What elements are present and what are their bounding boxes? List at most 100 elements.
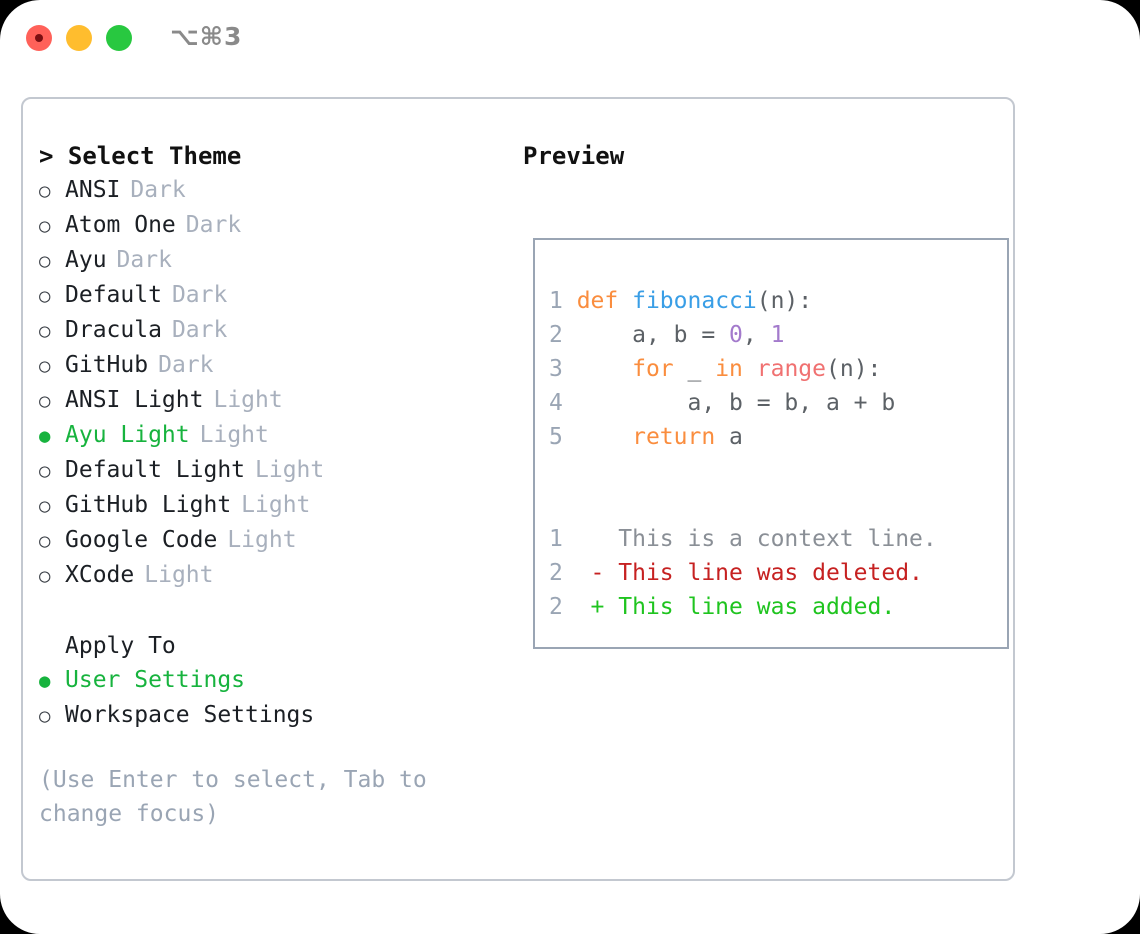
code-token: a, b bbox=[576, 390, 757, 416]
theme-option-label: Ayu Light bbox=[65, 422, 190, 448]
code-token: for bbox=[632, 356, 674, 382]
apply-to-option-list: ● User Settings ○ Workspace Settings bbox=[39, 663, 469, 733]
apply-to-header: Apply To bbox=[65, 633, 176, 659]
line-number: 3 bbox=[549, 356, 577, 382]
code-token: = bbox=[756, 390, 785, 416]
code-token: a bbox=[715, 424, 743, 450]
theme-option-variant: Dark bbox=[185, 212, 242, 238]
line-number: 5 bbox=[549, 424, 577, 450]
theme-option-variant: Light bbox=[227, 527, 297, 553]
radio-unselected-icon: ○ bbox=[39, 180, 51, 202]
theme-option-xcode[interactable]: ○ XCode Light bbox=[39, 558, 469, 593]
radio-unselected-icon: ○ bbox=[39, 390, 51, 412]
close-button[interactable] bbox=[26, 25, 52, 51]
spacer bbox=[39, 593, 469, 629]
code-token: in bbox=[715, 356, 743, 382]
spacer bbox=[549, 454, 937, 488]
code-token: return bbox=[632, 424, 716, 450]
theme-option-ansi[interactable]: ○ ANSI Dark bbox=[39, 173, 469, 208]
radio-unselected-icon: ○ bbox=[39, 355, 51, 377]
radio-unselected-icon: ○ bbox=[39, 250, 51, 272]
theme-option-default-light[interactable]: ○ Default Light Light bbox=[39, 453, 469, 488]
title-bar: ⌥⌘3 bbox=[0, 0, 1140, 78]
theme-option-variant: Light bbox=[255, 457, 325, 483]
diff-marker bbox=[577, 526, 619, 552]
code-token: fibonacci bbox=[632, 288, 757, 314]
theme-option-variant: Dark bbox=[116, 247, 172, 273]
code-line: 3 for _ in range(n): bbox=[549, 352, 937, 386]
code-token: a, b bbox=[576, 322, 702, 348]
code-token: (n): bbox=[756, 288, 813, 314]
theme-option-github[interactable]: ○ GitHub Dark bbox=[39, 348, 469, 383]
radio-unselected-icon: ○ bbox=[39, 320, 51, 342]
theme-option-variant: Light bbox=[144, 562, 214, 588]
preview-header: Preview bbox=[523, 142, 625, 170]
window-controls bbox=[26, 25, 132, 51]
theme-option-label: XCode bbox=[65, 562, 135, 588]
theme-option-label: Default Light bbox=[65, 457, 246, 483]
radio-unselected-icon: ○ bbox=[39, 705, 51, 727]
diff-line: 2 + This line was added. bbox=[549, 590, 937, 624]
apply-to-option-workspace-settings[interactable]: ○ Workspace Settings bbox=[39, 698, 469, 733]
minimize-button[interactable] bbox=[66, 25, 92, 51]
preview-column: Preview 1 def fibonacci(n):2 a, b = 0, 1… bbox=[502, 139, 1009, 649]
code-token: def bbox=[576, 288, 619, 314]
theme-option-label: Default bbox=[65, 282, 162, 308]
theme-option-label: ANSI bbox=[65, 177, 121, 203]
theme-option-ayu[interactable]: ○ Ayu Dark bbox=[39, 243, 469, 278]
code-token: , bbox=[742, 322, 771, 348]
diff-text: This is a context line. bbox=[618, 526, 937, 552]
theme-option-label: Ayu bbox=[65, 247, 107, 273]
line-number: 1 bbox=[549, 288, 577, 314]
apply-to-option-user-settings[interactable]: ● User Settings bbox=[39, 663, 469, 698]
theme-option-variant: Light bbox=[199, 422, 269, 448]
radio-unselected-icon: ○ bbox=[39, 495, 51, 517]
line-number: 2 bbox=[549, 322, 577, 348]
theme-option-variant: Dark bbox=[158, 352, 214, 378]
radio-unselected-icon: ○ bbox=[39, 565, 51, 587]
theme-option-variant: Dark bbox=[171, 282, 228, 308]
code-token: 1 bbox=[770, 322, 785, 348]
theme-option-variant: Light bbox=[241, 492, 311, 518]
theme-option-variant: Dark bbox=[130, 177, 186, 203]
theme-option-label: ANSI Light bbox=[65, 387, 204, 413]
code-line: 1 def fibonacci(n): bbox=[549, 284, 937, 318]
diff-text: This line was added. bbox=[618, 594, 896, 620]
theme-option-label: Google Code bbox=[65, 527, 218, 553]
line-number: 1 bbox=[549, 526, 577, 552]
theme-option-label: Dracula bbox=[65, 317, 162, 343]
keyboard-shortcut-label: ⌥⌘3 bbox=[170, 22, 243, 51]
code-line: 2 a, b = 0, 1 bbox=[549, 318, 937, 352]
theme-option-ayu-light[interactable]: ● Ayu Light Light bbox=[39, 418, 469, 453]
code-token: b, a + b bbox=[784, 390, 896, 416]
code-line: 5 return a bbox=[549, 420, 937, 454]
code-line: 4 a, b = b, a + b bbox=[549, 386, 937, 420]
theme-option-label: GitHub bbox=[65, 352, 149, 378]
code-token bbox=[577, 424, 632, 450]
line-number: 2 bbox=[549, 560, 577, 586]
apply-to-option-label: User Settings bbox=[65, 667, 246, 693]
code-token: range bbox=[756, 356, 826, 382]
maximize-button[interactable] bbox=[106, 25, 132, 51]
radio-selected-icon: ● bbox=[39, 425, 51, 447]
radio-unselected-icon: ○ bbox=[39, 460, 51, 482]
code-token: _ bbox=[673, 356, 716, 382]
radio-selected-icon: ● bbox=[39, 670, 51, 692]
apply-to-option-label: Workspace Settings bbox=[65, 702, 315, 728]
code-token bbox=[743, 356, 757, 382]
diff-line: 1 This is a context line. bbox=[549, 522, 937, 556]
code-token: 0 bbox=[729, 322, 743, 348]
line-number: 2 bbox=[549, 594, 577, 620]
